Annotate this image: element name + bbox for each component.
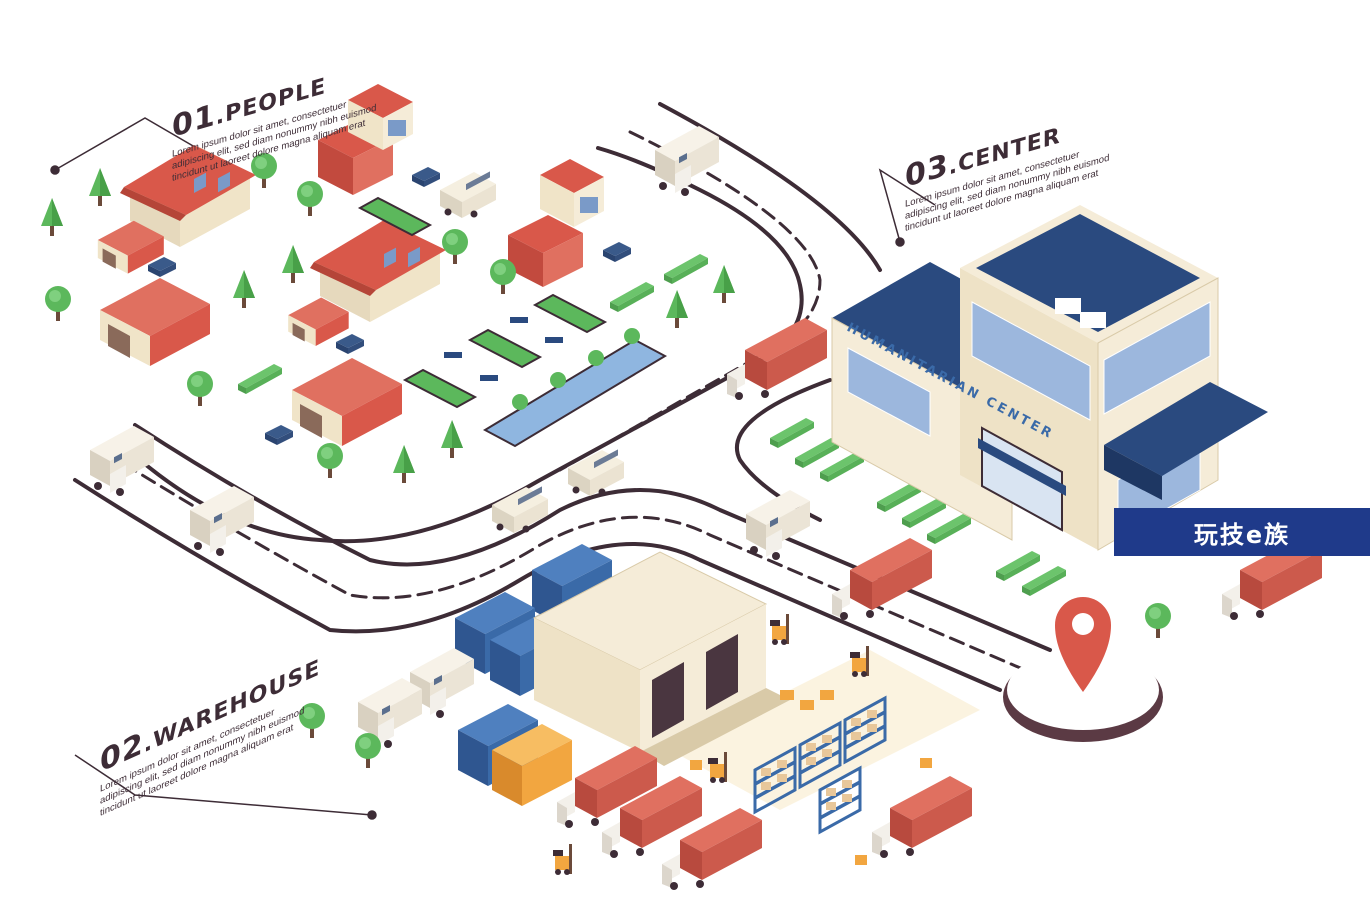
location-pin — [1003, 597, 1163, 742]
watermark-text: 玩技e族 — [1193, 520, 1291, 549]
pallets — [690, 690, 932, 865]
truck-white-top — [655, 126, 719, 196]
garage-bottom — [292, 358, 402, 446]
forklift-1 — [770, 614, 789, 645]
tree-near-pin — [1145, 603, 1171, 638]
warehouse-area — [299, 544, 980, 890]
townhouse-top — [318, 84, 413, 195]
truck-white-right — [746, 490, 810, 560]
watermark-banner: 玩技e族 — [1114, 508, 1370, 556]
residential-area — [41, 84, 1066, 596]
car-red-top — [412, 167, 440, 187]
van-road-1 — [568, 449, 624, 496]
car-white — [603, 242, 631, 262]
park-planters — [357, 196, 608, 409]
tree-wh-2 — [355, 733, 381, 768]
road-lower-main — [73, 478, 1002, 692]
townhouse-mid — [508, 159, 604, 287]
truck-white-left — [90, 426, 154, 496]
truck-red-wh-4 — [872, 776, 972, 858]
garage-left — [100, 278, 210, 366]
car-yellow — [336, 334, 364, 354]
callout-lines — [50, 117, 936, 820]
fountain-pool — [482, 328, 668, 448]
van-road-2 — [492, 486, 548, 533]
van-top — [440, 171, 496, 218]
truck-white-left2 — [190, 486, 254, 556]
car-blue-bottom — [265, 425, 293, 445]
benches — [444, 317, 563, 381]
forklift-4 — [553, 844, 572, 875]
warehouse-building — [532, 551, 790, 766]
